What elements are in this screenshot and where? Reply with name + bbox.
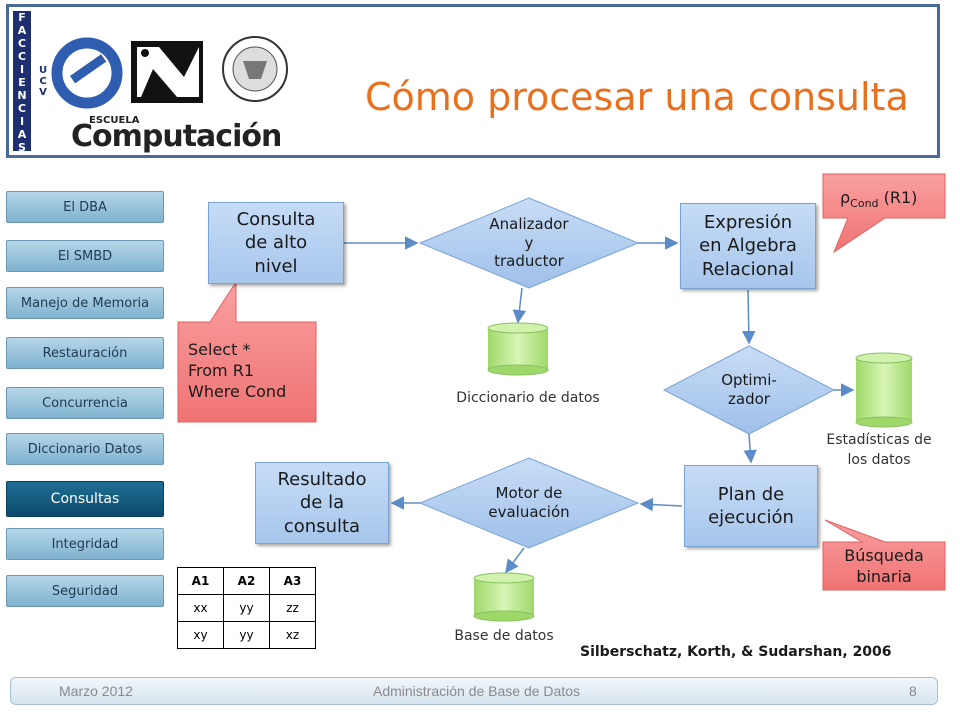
citation: Silberschatz, Korth, & Sudarshan, 2006 [580, 644, 892, 660]
sidebar-item-manejo-memoria[interactable]: Manejo de Memoria [6, 287, 164, 319]
box-resultado-consulta: Resultado de la consulta [255, 462, 389, 544]
fac-letter: C [17, 37, 27, 50]
arrow-expresion-optimizador [742, 289, 756, 345]
sidebar-item-seguridad[interactable]: Seguridad [6, 575, 164, 607]
sidebar-item-diccionario-datos[interactable]: Diccionario Datos [6, 433, 164, 465]
sidebar-item-consultas[interactable]: Consultas [6, 481, 164, 517]
table-cell: xy [177, 621, 224, 649]
callout-rho-bubble [822, 173, 946, 254]
footer-bar: Marzo 2012 Administración de Base de Dat… [10, 677, 938, 705]
header-banner: F A C C I E N C I A S U C V ESCUELA Comp… [6, 4, 940, 158]
seal-emblem [243, 61, 267, 79]
e-logo-ring [51, 37, 123, 109]
diamond-motor [418, 457, 640, 549]
cylinder-base-datos [473, 572, 535, 622]
rho-symbol: ρ [840, 188, 851, 207]
fac-letter: I [19, 63, 25, 76]
fac-letter: S [18, 141, 26, 154]
table-header-cell: A2 [223, 567, 270, 595]
fac-letter: N [17, 89, 27, 102]
table-cell: xx [177, 594, 224, 622]
sidebar-item-el-dba[interactable]: El DBA [6, 191, 164, 223]
label-analizador: Analizador y traductor [489, 214, 569, 271]
label-motor-evaluacion: Motor de evaluación [488, 484, 570, 521]
e-logo-bar [69, 54, 107, 84]
fac-letter: C [17, 50, 27, 63]
box-consulta-alto-nivel: Consulta de alto nivel [208, 202, 344, 284]
arrow-motor-base-datos [505, 547, 525, 574]
caption-diccionario: Diccionario de datos [456, 390, 600, 406]
table-cell: yy [223, 594, 270, 622]
ucv-letter: U [38, 65, 48, 76]
label-optimizador: Optimi- zador [721, 371, 777, 408]
table-header-row: A1 A2 A3 [177, 567, 316, 595]
sidebar-item-el-smbd[interactable]: El SMBD [6, 240, 164, 272]
escuela-label: ESCUELA [89, 115, 140, 126]
table-cell: zz [269, 594, 316, 622]
footer-course: Administración de Base de Datos [373, 683, 580, 699]
computacion-label: Computación [71, 119, 282, 154]
box-expresion-algebra: Expresión en Algebra Relacional [680, 203, 816, 289]
footer-page-number: 8 [909, 683, 917, 699]
fac-ciencias-strip: F A C C I E N C I A S [13, 11, 31, 154]
fac-letter: A [17, 128, 27, 141]
ucv-letter: C [39, 76, 47, 87]
table-cell: yy [223, 621, 270, 649]
caption-estadisticas: Estadísticas de los datos [826, 432, 932, 469]
cylinder-diccionario [487, 322, 549, 376]
sidebar-item-concurrencia[interactable]: Concurrencia [6, 387, 164, 419]
page-title: Cómo procesar una consulta [365, 75, 909, 119]
caption-base-datos: Base de datos [454, 628, 554, 644]
fac-letter: F [18, 11, 26, 24]
box-plan-ejecucion: Plan de ejecución [684, 465, 818, 547]
example-relation-table: A1 A2 A3 xx yy zz xy yy xz [177, 567, 316, 649]
fac-letter: A [17, 24, 27, 37]
diamond-analizador [418, 197, 640, 289]
ucv-letters: U C V [37, 65, 49, 98]
rho-relation: (R1) [878, 188, 918, 207]
callout-busqueda-bubble [822, 519, 946, 591]
cylinder-estadisticas [855, 352, 913, 428]
fac-letter: C [17, 102, 27, 115]
table-row: xx yy zz [177, 594, 316, 622]
ucv-letter: V [39, 87, 47, 98]
arrow-plan-motor [639, 497, 683, 512]
callout-busqueda-text: Búsqueda binaria [844, 546, 924, 586]
rho-subscript: Cond [850, 197, 879, 211]
table-header-cell: A3 [269, 567, 316, 595]
arrow-analizador-diccionario [512, 287, 527, 324]
escuela-logo [51, 36, 288, 109]
callout-rho-text: ρCond (R1) [840, 188, 917, 211]
callout-select-text: Select * From R1 Where Cond [188, 340, 287, 401]
table-row: xy yy xz [177, 621, 316, 649]
fac-letter: I [19, 115, 25, 128]
arrow-optimizador-plan [743, 433, 757, 464]
table-header-cell: A1 [177, 567, 224, 595]
maze-dot [141, 49, 149, 57]
fac-letter: E [18, 76, 26, 89]
sidebar-item-integridad[interactable]: Integridad [6, 528, 164, 560]
footer-date: Marzo 2012 [59, 683, 133, 699]
logo-graphics [49, 17, 299, 121]
sidebar-item-restauracion[interactable]: Restauración [6, 337, 164, 369]
maze-cutout [137, 47, 199, 97]
table-cell: xz [269, 621, 316, 649]
callout-select-bubble [177, 280, 317, 423]
